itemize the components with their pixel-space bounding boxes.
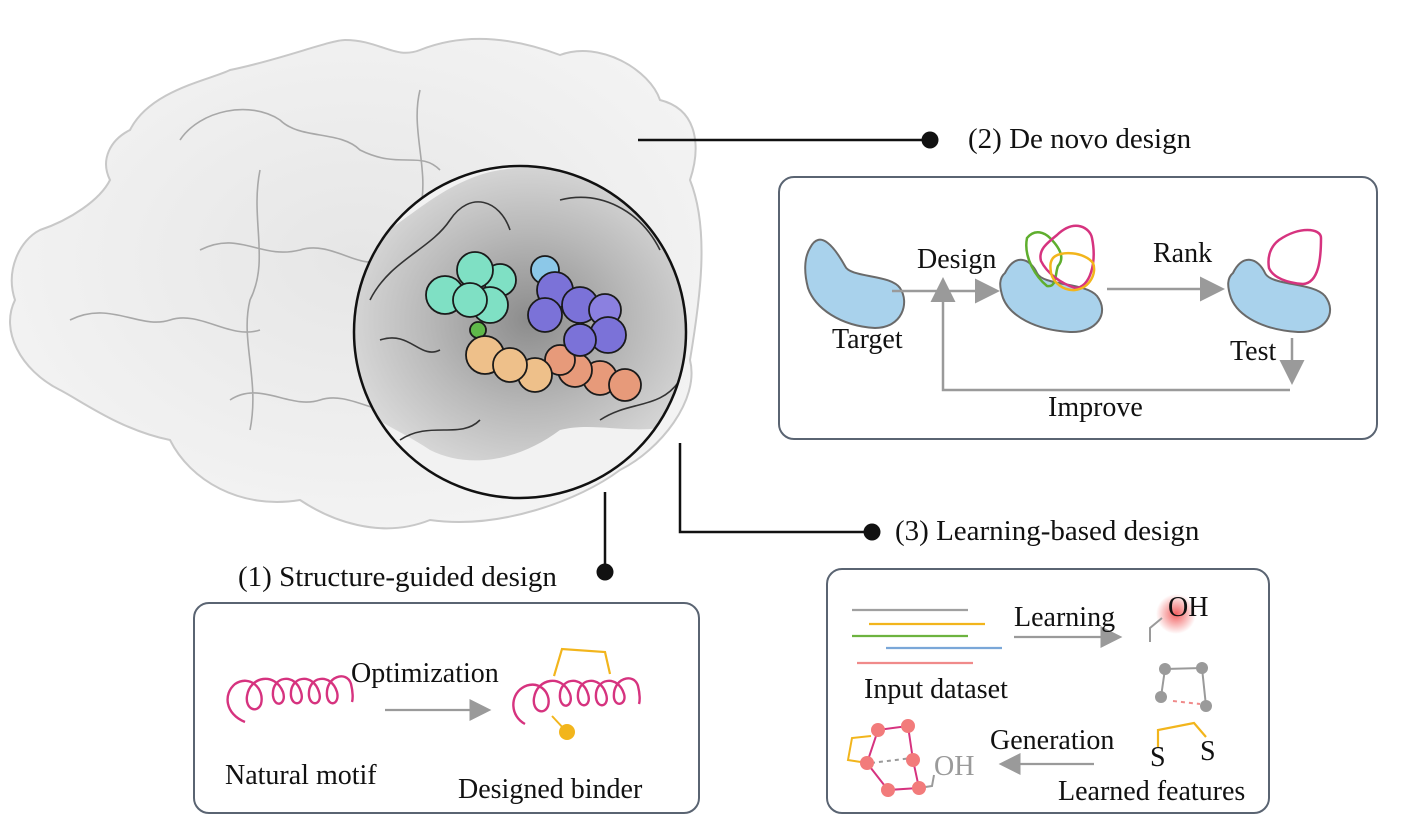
learning-graphic <box>846 594 1212 797</box>
structure-guided-heading: (1) Structure-guided design <box>238 561 557 593</box>
learned-features-label: Learned features <box>1058 776 1246 807</box>
structure-guided-panel: Optimization Natural motif Designed bind… <box>193 602 700 814</box>
sulfur-label-left: S <box>1150 742 1166 773</box>
candidate-binders <box>999 224 1103 334</box>
generated-molecule <box>846 719 935 797</box>
bullet-de-novo <box>921 131 939 149</box>
rank-label: Rank <box>1153 238 1213 269</box>
hydroxyl-bond <box>1149 617 1163 642</box>
de-novo-panel: Target Design Rank Test Improve <box>778 176 1378 440</box>
test-label: Test <box>1230 336 1277 367</box>
natural-motif-helix <box>226 675 354 724</box>
structure-guided-graphic <box>226 647 641 740</box>
target-protein-shape <box>804 238 905 330</box>
generation-label: Generation <box>990 725 1115 756</box>
ranked-binder <box>1227 228 1331 334</box>
connector-learning <box>678 443 868 534</box>
ligand-spheres <box>425 251 642 402</box>
hydroxyl-highlight <box>1156 594 1196 634</box>
designed-binder-label: Designed binder <box>458 774 643 805</box>
optimization-label: Optimization <box>351 658 499 689</box>
disulfide-bond <box>1156 721 1207 747</box>
de-novo-heading: (2) De novo design <box>968 123 1192 155</box>
designed-binder-graphic <box>512 647 641 740</box>
improve-loop-arrow <box>930 277 1290 392</box>
bullet-learning <box>863 523 881 541</box>
hydroxyl-label: OH <box>1168 592 1209 623</box>
magnifier-ring <box>352 164 688 500</box>
bullet-structure <box>596 563 614 581</box>
generated-hydroxyl-label: OH <box>934 751 975 782</box>
target-label: Target <box>832 324 903 355</box>
learning-label: Learning <box>1014 602 1116 633</box>
improve-label: Improve <box>1048 392 1143 423</box>
learning-panel: Input dataset Learning OH Generation S S… <box>826 568 1270 814</box>
design-label: Design <box>917 244 997 275</box>
connector-lines <box>603 138 928 570</box>
sulfur-label-right: S <box>1200 736 1216 767</box>
feature-ring-fragment <box>1155 662 1212 712</box>
de-novo-graphic <box>804 224 1331 392</box>
learning-heading: (3) Learning-based design <box>895 515 1200 547</box>
input-dataset-lines <box>852 608 1002 665</box>
input-dataset-label: Input dataset <box>864 674 1008 705</box>
natural-motif-label: Natural motif <box>225 760 377 791</box>
